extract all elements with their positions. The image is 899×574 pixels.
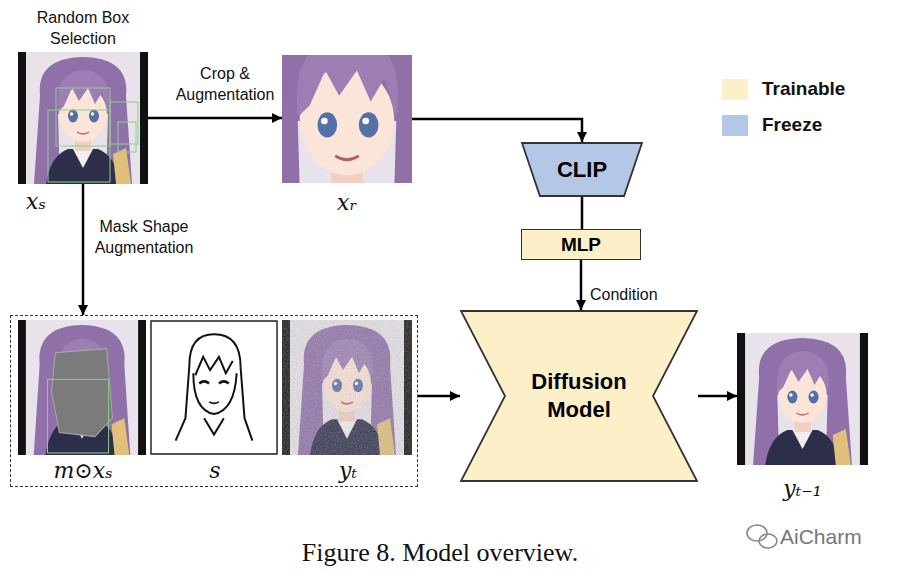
- diffusion-model: Diffusion Model: [460, 310, 698, 482]
- output-image: yₜ₋₁: [737, 333, 868, 465]
- legend-row: Trainable: [722, 71, 845, 107]
- edge-label: Mask Shape Augmentation: [84, 216, 204, 258]
- legend-swatch: [722, 79, 748, 100]
- connector-arrow: [580, 260, 583, 310]
- node-label: Random Box Selection: [18, 7, 148, 49]
- legend-swatch: [722, 115, 748, 136]
- figure-caption: Figure 8. Model overview.: [190, 537, 690, 569]
- source-picture: [18, 52, 148, 184]
- node-label: xₛ: [26, 190, 76, 214]
- noisy-picture: [282, 320, 412, 455]
- connector-arrow: [412, 119, 582, 142]
- node-label: m⊙xₛ: [19, 459, 147, 483]
- hourglass-outline: [460, 310, 698, 482]
- connector-arrow: [698, 395, 737, 398]
- legend-row: Freeze: [722, 107, 845, 143]
- mlp-box: MLP: [521, 229, 641, 260]
- node-label: yₜ₋₁: [737, 477, 868, 501]
- masked-image: m⊙xₛ: [19, 321, 147, 456]
- connector-arrow: [581, 197, 584, 229]
- edge-label: Condition: [590, 284, 680, 305]
- connector-arrow: [418, 395, 460, 398]
- reference-crop: xᵣ: [282, 55, 412, 183]
- node-title: CLIP: [557, 156, 607, 184]
- shape-fill: [522, 143, 642, 196]
- wechat-icon: [747, 525, 777, 548]
- noisy-image: yₜ: [283, 321, 413, 456]
- source-image: Random Box Selectionxₛ: [18, 52, 148, 184]
- node-label: s: [151, 459, 279, 483]
- legend-text: Trainable: [762, 78, 845, 100]
- sketch-image: s: [151, 321, 279, 456]
- node-label: yₜ: [283, 459, 413, 483]
- output-picture: [737, 333, 868, 465]
- clip-encoder: CLIP: [521, 142, 643, 197]
- shape-fill: [461, 311, 697, 481]
- connector-arrow: [148, 117, 282, 120]
- watermark-text: AiCharm: [780, 524, 862, 550]
- sketch-picture: [151, 321, 277, 454]
- node-label: xᵣ: [282, 191, 412, 215]
- masked-picture: [18, 320, 146, 455]
- legend-text: Freeze: [762, 114, 822, 136]
- connector-arrow: [82, 184, 85, 315]
- input-group: m⊙xₛsyₜ: [10, 315, 418, 487]
- legend: TrainableFreeze: [722, 71, 845, 143]
- node-title: MLP: [561, 233, 601, 257]
- node-title: Diffusion Model: [519, 368, 639, 424]
- edge-label: Crop & Augmentation: [165, 63, 285, 105]
- cropped-face-picture: [219, 1, 475, 257]
